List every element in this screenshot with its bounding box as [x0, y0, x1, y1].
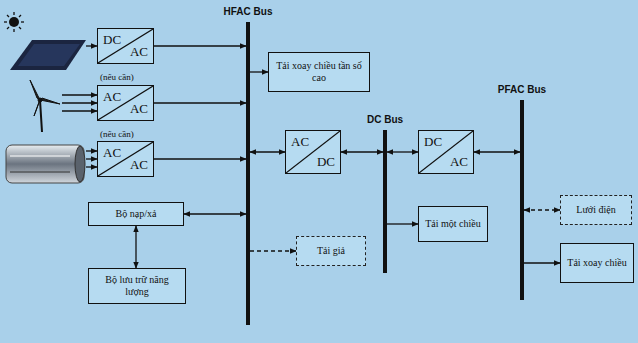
bus-label: HFAC Bus — [224, 6, 273, 17]
box-label: Tải một chiều — [425, 218, 481, 230]
converter-box: DC AC — [97, 28, 154, 64]
grid-box: Lưới điện — [560, 195, 632, 225]
load-box: Tải một chiều — [418, 206, 488, 242]
converter-label: AC — [103, 89, 121, 105]
bus-bar: DC Bus — [383, 130, 387, 273]
box-label: Bộ nạp/xả — [116, 208, 157, 220]
connector-arrow — [387, 223, 418, 224]
dummy-load-box: Tải giả — [296, 236, 366, 266]
converter-label: AC — [130, 157, 148, 173]
bus-bar: HFAC Bus — [246, 22, 250, 325]
connector-arrow — [250, 151, 285, 152]
connector-arrow — [524, 209, 560, 210]
converter-label: DC — [103, 32, 121, 48]
source-lead — [62, 46, 97, 167]
box-label: Lưới điện — [576, 204, 615, 216]
box-label: Tải giả — [317, 245, 345, 257]
box-text: Tải xoay chiều tần số cao — [269, 58, 369, 86]
converter-box: AC AC — [97, 85, 154, 121]
converter-label: AC — [130, 44, 148, 60]
box-label: Bộ lưu trữ năng lượng — [93, 274, 181, 298]
hydro-turbine-icon — [6, 145, 85, 183]
load-box: Tải xoay chiều — [560, 243, 634, 283]
bus-bar: PFAC Bus — [520, 100, 524, 300]
converter-label: DC — [317, 154, 335, 170]
load-box: Tải xoay chiều tần số cao — [268, 52, 370, 92]
box-text: Bộ lưu trữ năng lượng — [89, 272, 185, 300]
connector-arrow — [387, 151, 418, 152]
bus-label: PFAC Bus — [498, 84, 546, 95]
box-label: Tải xoay chiều tần số cao — [273, 60, 365, 84]
note-label: (nếu cần) — [100, 72, 134, 82]
note-label: (nếu cần) — [100, 129, 134, 139]
converter-label: AC — [130, 101, 148, 117]
connector-arrow — [250, 71, 268, 72]
storage-box: Bộ lưu trữ năng lượng — [88, 268, 186, 304]
converter-label: AC — [450, 154, 468, 170]
box-text: Bộ nạp/xả — [112, 206, 161, 222]
wind-turbine-icon — [30, 80, 60, 132]
box-text: Lưới điện — [572, 202, 619, 218]
converter-box: AC AC — [97, 141, 154, 177]
box-label: Tải xoay chiều — [567, 257, 626, 269]
connector-arrow — [474, 151, 520, 152]
connector-arrow — [524, 262, 560, 263]
converter-label: AC — [103, 145, 121, 161]
converter-label: AC — [291, 134, 309, 150]
connector-arrow — [154, 45, 246, 46]
converter-box: DC AC — [418, 130, 474, 174]
solar-icon — [4, 12, 86, 70]
converter-box: AC DC — [285, 130, 341, 174]
connector-arrow — [250, 250, 296, 251]
connector-arrow — [135, 226, 136, 268]
box-text: Tải giả — [313, 243, 349, 259]
converter-label: DC — [424, 134, 442, 150]
box-text: Tải một chiều — [421, 216, 485, 232]
box-text: Tải xoay chiều — [563, 255, 630, 271]
connector-arrow — [154, 102, 246, 103]
connector-arrow — [154, 158, 246, 159]
bus-label: DC Bus — [367, 114, 403, 125]
connector-arrow — [341, 151, 383, 152]
charger-box: Bộ nạp/xả — [88, 202, 184, 226]
connector-arrow — [184, 213, 246, 214]
